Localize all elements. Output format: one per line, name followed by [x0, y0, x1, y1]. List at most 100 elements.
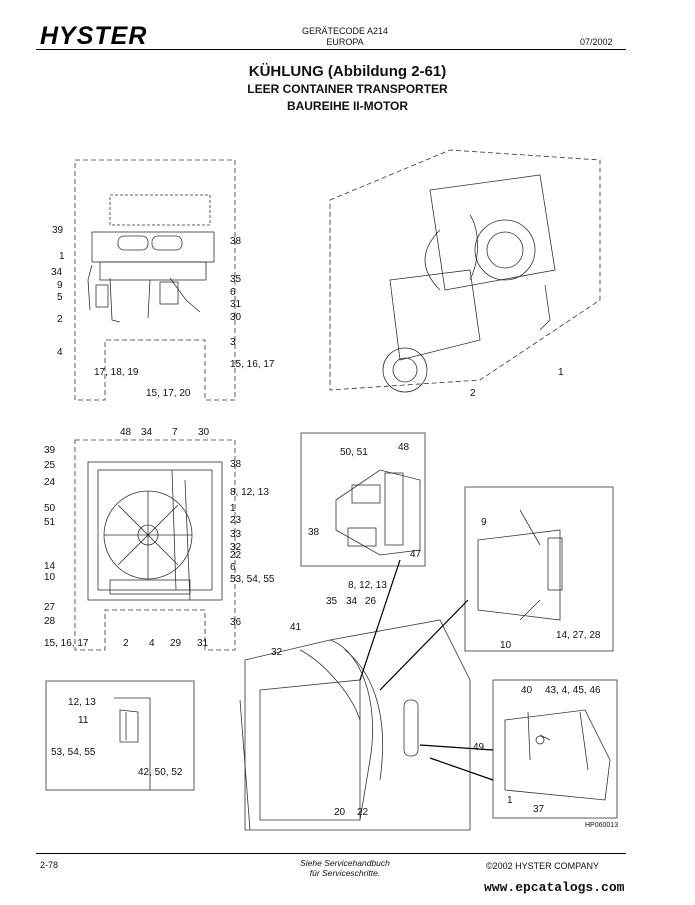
callout: 40: [521, 685, 533, 696]
callouts-mid-left: 48 34 7 30 39 25 24 50 51 38 8, 12, 13 1…: [44, 427, 275, 649]
callout: 32: [271, 647, 283, 658]
callout: 39: [52, 225, 64, 236]
callout: 9: [57, 280, 63, 291]
callout: 42, 50, 52: [138, 767, 183, 778]
callout: 8, 12, 13: [348, 580, 387, 591]
detail-b: [464, 486, 614, 652]
callout: 50: [44, 503, 56, 514]
engine-isometric-view: [329, 149, 601, 393]
callout: 24: [44, 477, 56, 488]
copyright: ©2002 HYSTER COMPANY: [486, 861, 599, 871]
callout: 9: [481, 517, 487, 528]
callout: 26: [365, 596, 377, 607]
header-date: 07/2002: [580, 37, 613, 47]
page-title: KÜHLUNG (Abbildung 2-61): [248, 63, 447, 80]
callout: 28: [44, 616, 56, 627]
callout: 38: [308, 527, 320, 538]
detail-d: [492, 679, 618, 819]
callout: 25: [44, 460, 56, 471]
callout: 22: [230, 550, 242, 561]
callout: 23: [230, 515, 242, 526]
engine-side-view: [239, 619, 471, 831]
callout: 48: [398, 442, 410, 453]
callout: 47: [410, 549, 422, 560]
callout: 31: [197, 638, 209, 649]
hyster-logo: HYSTER: [40, 22, 148, 50]
callout: 36: [230, 617, 242, 628]
callout: 15, 16, 17: [230, 359, 275, 370]
page-subtitle-1: LEER CONTAINER TRANSPORTER: [247, 82, 448, 96]
callout: 3: [230, 337, 236, 348]
callout: 37: [533, 804, 545, 815]
page-number: 2-78: [40, 860, 59, 870]
callout: 10: [44, 572, 56, 583]
callout: 4: [149, 638, 155, 649]
code-line2: EUROPA: [326, 37, 364, 47]
service-note-line2: für Serviceschritte.: [309, 868, 381, 878]
callouts-detail-d: 40 43, 4, 45, 46 1 37: [507, 685, 601, 815]
callout: 2: [123, 638, 129, 649]
callout: 50, 51: [340, 447, 368, 458]
callout: 6: [230, 287, 236, 298]
callouts-detail-b: 9 10 14, 27, 28: [481, 517, 601, 651]
callout: 8, 12, 13: [230, 487, 269, 498]
code-line1: GERÄTECODE A214: [301, 26, 389, 36]
callout: 34: [346, 596, 358, 607]
callout: 39: [44, 445, 56, 456]
callout: 41: [290, 622, 302, 633]
callout: 34: [51, 267, 63, 278]
callout: 10: [500, 640, 512, 651]
callout: 53, 54, 55: [230, 574, 275, 585]
callout: 30: [230, 312, 242, 323]
callout: 14: [44, 561, 56, 572]
callout: 2: [470, 388, 476, 399]
callout: 1: [507, 795, 513, 806]
footer-rule: [36, 853, 626, 854]
callout: 14, 27, 28: [556, 630, 601, 641]
callout: 35: [230, 274, 242, 285]
callout: 38: [230, 236, 242, 247]
callout: 1: [558, 367, 564, 378]
equipment-code: GERÄTECODE A214 EUROPA: [250, 26, 440, 48]
callout: 38: [230, 459, 242, 470]
callout: 34: [141, 427, 153, 438]
callout: 6: [230, 562, 236, 573]
callouts-detail-a: 50, 51 48 38 47: [308, 442, 422, 560]
watermark: www.epcatalogs.com: [484, 880, 625, 895]
callout: 20: [334, 807, 346, 818]
callout: 32: [230, 542, 242, 553]
callout: 15, 16, 17: [44, 638, 89, 649]
callout: 15, 17, 20: [146, 388, 191, 399]
detail-a: [300, 432, 426, 567]
callouts-top-left: 39 1 34 9 5 2 4 17, 18, 19 15, 17, 20 38…: [51, 225, 275, 399]
callouts-engine-side: 8, 12, 13 35 34 26 41 32 20 22 49: [271, 580, 485, 818]
callouts-detail-c: 12, 13 11 53, 54, 55 42, 50, 52: [51, 697, 183, 778]
callout: 1: [230, 503, 236, 514]
callout: 51: [44, 517, 56, 528]
callout: 49: [473, 742, 485, 753]
callout: 5: [57, 292, 63, 303]
callout: 17, 18, 19: [94, 367, 139, 378]
callout: 31: [230, 299, 242, 310]
radiator-top-view: [74, 159, 236, 401]
callout: 2: [57, 314, 63, 325]
callout: 22: [357, 807, 369, 818]
callout: 7: [172, 427, 178, 438]
callout: 11: [78, 715, 89, 726]
service-note-line1: Siehe Servicehandbuch: [300, 858, 390, 868]
callout: 29: [170, 638, 182, 649]
detail-c: [45, 680, 195, 791]
callout: 43, 4, 45, 46: [545, 685, 601, 696]
callout: 4: [57, 347, 63, 358]
radiator-front-view: [74, 439, 236, 651]
callout: 1: [59, 251, 65, 262]
callout: 33: [230, 529, 242, 540]
callout: 53, 54, 55: [51, 747, 96, 758]
drawing-reference: HP060013: [585, 822, 619, 829]
callout: 48: [120, 427, 132, 438]
callout: 35: [326, 596, 338, 607]
callout: 12, 13: [68, 697, 96, 708]
header-rule: [36, 49, 626, 50]
callout: 30: [198, 427, 210, 438]
